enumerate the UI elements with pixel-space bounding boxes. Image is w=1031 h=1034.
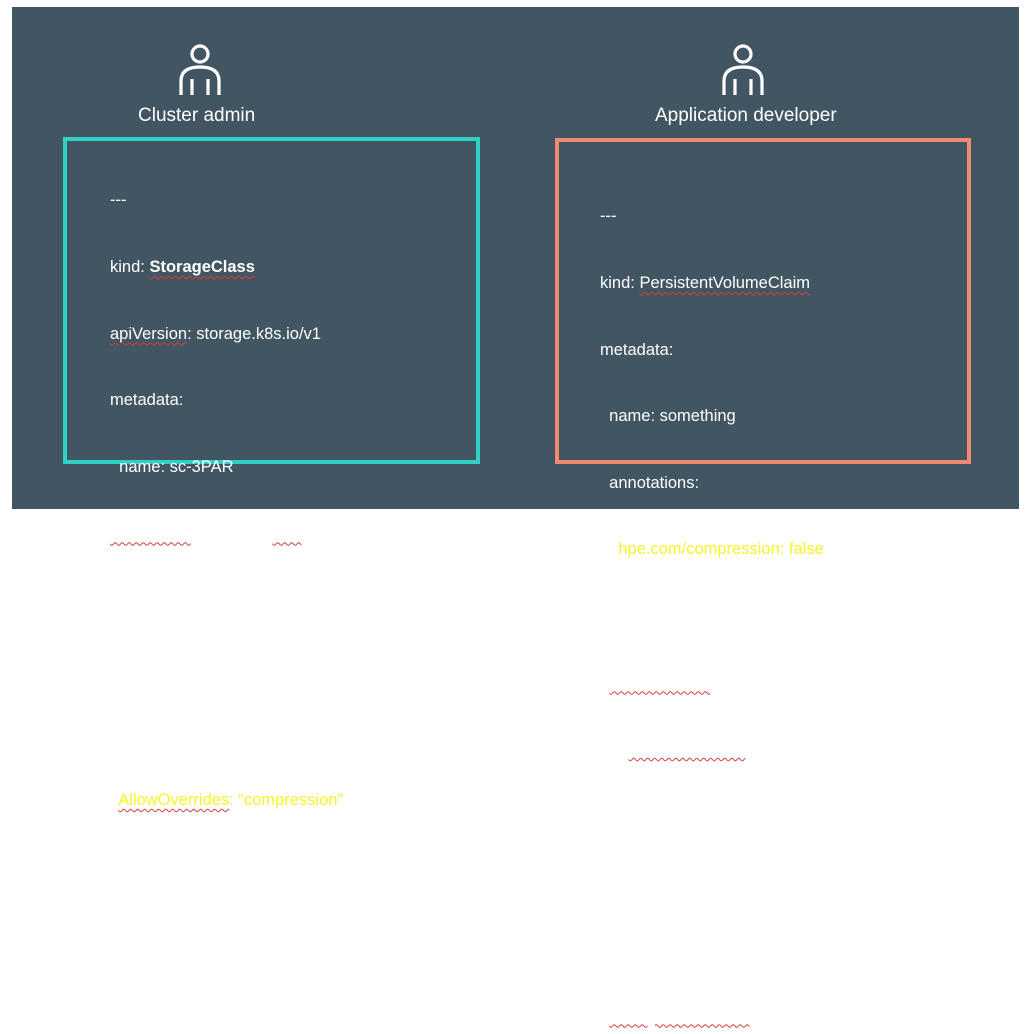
yaml-provisioner-line: provisioner: hpe.com/hpe	[110, 522, 343, 544]
yaml-readwriteonce-line: - ReadWriteOnce	[600, 738, 824, 760]
yaml-kind-line: kind: StorageClass	[110, 256, 343, 278]
yaml-metadata-line: metadata:	[600, 340, 674, 359]
yaml-value: : storage.k8s.io/v1	[187, 324, 321, 343]
yaml-key: apiVersion	[110, 324, 188, 343]
yaml-prefix: -	[600, 740, 629, 759]
cluster-admin-person-icon	[178, 43, 222, 97]
person-icon	[722, 44, 764, 95]
yaml-metadata-line: metadata:	[110, 391, 184, 410]
yaml-key: accessModes	[609, 673, 711, 692]
yaml-storageclassname-line: storageClassName: sc-3PAR	[600, 1005, 824, 1027]
yaml-indent	[600, 674, 609, 692]
yaml-key: kind:	[600, 274, 640, 292]
storageclass-yaml: --- kind: StorageClass apiVersion: stora…	[110, 145, 343, 855]
yaml-compression-line: compression: 'true’	[110, 724, 258, 743]
pvc-yaml: --- kind: PersistentVolumeClaim metadata…	[600, 161, 824, 1034]
yaml-separator: ---	[110, 191, 127, 210]
yaml-value: ReadWriteOnce	[628, 740, 746, 759]
yaml-value: hpe	[272, 524, 302, 543]
yaml-indent	[110, 791, 118, 809]
app-developer-person-icon	[721, 43, 765, 97]
yaml-requests-line: requests:	[600, 873, 687, 892]
storageclass-yaml-box: --- kind: StorageClass apiVersion: stora…	[63, 137, 480, 809]
yaml-name-line: name: sc-3PAR	[110, 457, 234, 476]
cluster-admin-label: Cluster admin	[138, 105, 256, 126]
yaml-kind-value: PersistentVolumeClaim	[639, 274, 811, 292]
yaml-parameters-line: parameters:	[110, 590, 199, 609]
yaml-key: AllowOverrides	[118, 790, 230, 809]
yaml-annotations-line: annotations:	[600, 473, 700, 492]
yaml-apiversion-line: apiVersion: storage.k8s.io/v1	[110, 323, 343, 345]
yaml-kind-line: kind: PersistentVolumeClaim	[600, 272, 824, 294]
yaml-value: hpe.com/	[199, 524, 273, 543]
yaml-indent	[600, 1007, 609, 1025]
yaml-allowoverrides-line: AllowOverrides: “compression”	[110, 789, 343, 811]
slide-background: Cluster admin Application developer --- …	[12, 7, 1019, 1025]
yaml-spec-line: spec:	[600, 606, 654, 625]
yaml-key: storageClassName	[609, 1006, 750, 1025]
yaml-colon: :	[710, 673, 715, 692]
yaml-key: provisioner	[110, 524, 191, 543]
yaml-name-line: name: something	[600, 407, 736, 426]
yaml-colon: :	[190, 524, 200, 543]
yaml-accessmodes-line: accessModes:	[600, 672, 824, 694]
yaml-separator: ---	[600, 207, 617, 226]
yaml-kind-value: StorageClass	[149, 258, 255, 276]
yaml-value: : sc-3PAR	[749, 1006, 823, 1025]
yaml-compression-annotation-line: hpe.com/compression: false	[600, 540, 824, 559]
pvc-yaml-box: --- kind: PersistentVolumeClaim metadata…	[555, 138, 971, 1025]
app-developer-label: Application developer	[655, 105, 837, 126]
yaml-storage-line: storage: 10Gi	[600, 939, 727, 958]
yaml-provisioning-line: provisioning: 'thin'	[110, 657, 250, 676]
person-icon	[179, 44, 221, 95]
yaml-resources-line: resources:	[600, 806, 687, 825]
yaml-value: : “compression”	[229, 790, 343, 809]
yaml-key: kind:	[110, 258, 150, 276]
